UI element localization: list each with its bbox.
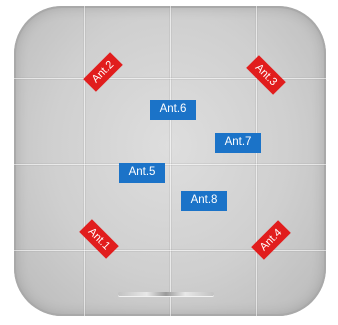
grid-line xyxy=(84,6,85,316)
grid-line xyxy=(14,250,326,251)
grid-line xyxy=(14,164,326,165)
device-slot xyxy=(118,292,214,296)
antenna-6-label: Ant.6 xyxy=(150,100,196,120)
device-top-panel xyxy=(14,6,326,316)
grid-line xyxy=(256,6,257,316)
antenna-7-label: Ant.7 xyxy=(215,133,261,153)
antenna-5-label: Ant.5 xyxy=(119,163,165,183)
antenna-8-label: Ant.8 xyxy=(181,191,227,211)
grid-line xyxy=(170,6,171,316)
